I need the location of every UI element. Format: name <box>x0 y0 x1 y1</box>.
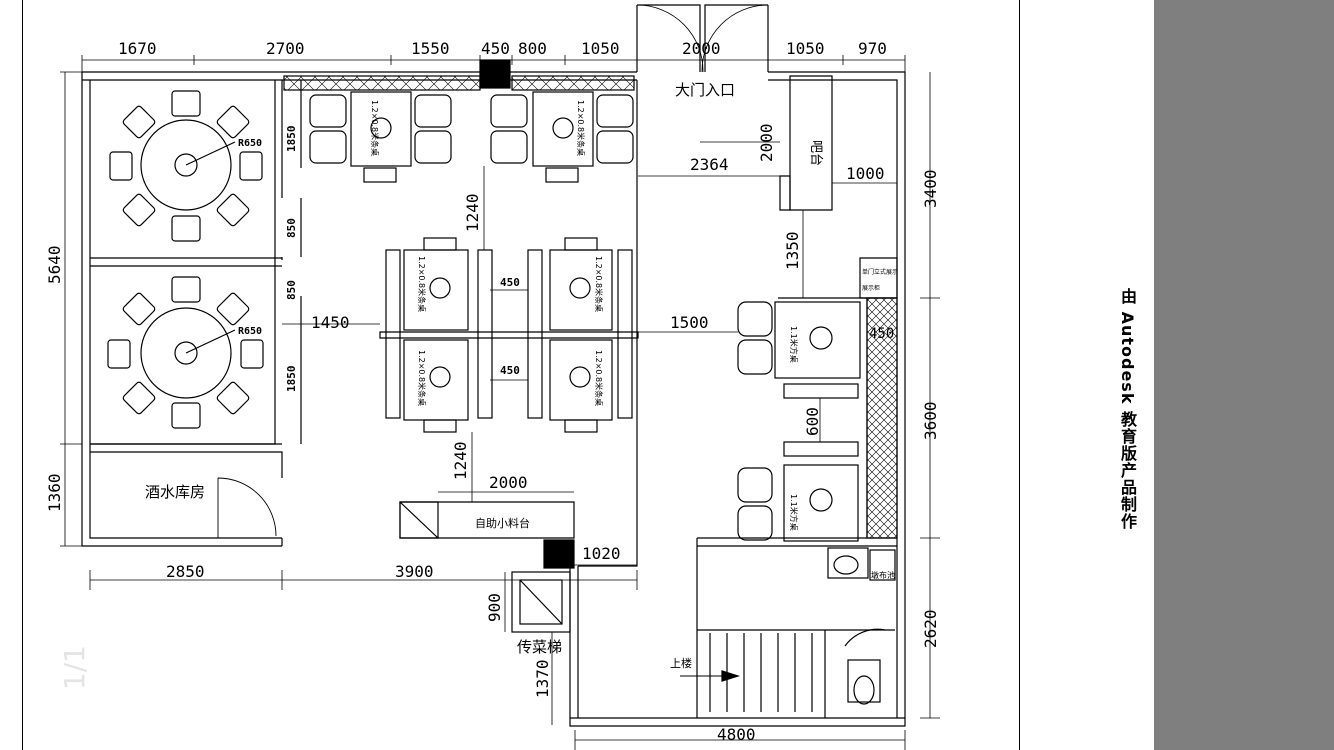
dim-450: 450 <box>500 364 520 377</box>
autodesk-watermark: 由 Autodesk 教育版产品制作 <box>1115 288 1155 588</box>
bottom-dim: 3900 <box>395 562 434 581</box>
side-panel <box>1154 0 1334 750</box>
table-label: 1.2×0.8米条桌 <box>417 256 427 312</box>
bar-label: 吧台 <box>808 140 823 166</box>
dim-450: 450 <box>869 326 894 342</box>
left-dim: 1360 <box>45 473 64 512</box>
dim-2364: 2364 <box>690 155 729 174</box>
top-dim: 2700 <box>266 39 305 58</box>
top-dim: 450 <box>481 39 510 58</box>
dim-1240: 1240 <box>463 193 482 232</box>
dim-1000: 1000 <box>846 164 885 183</box>
left-dim: 5640 <box>45 245 64 284</box>
bottom-dim: 4800 <box>717 725 756 744</box>
dim-2000: 2000 <box>489 473 528 492</box>
entrance-label: 大门入口 <box>675 81 735 99</box>
mop-pool-label: 墩布池 <box>871 570 895 580</box>
dim-850: 850 <box>285 280 298 300</box>
drawing-frame-left <box>22 0 23 750</box>
private-room-wall <box>90 80 276 445</box>
top-dim: 1670 <box>118 39 157 58</box>
dim-1020: 1020 <box>582 544 621 563</box>
wine-storage-label: 酒水库房 <box>145 483 205 501</box>
top-dim: 1050 <box>786 39 825 58</box>
right-dim: 3600 <box>921 401 940 440</box>
watermark-text: 由 Autodesk 教育版产品制作 <box>1118 288 1137 531</box>
upstairs-label: 上楼 <box>670 656 692 670</box>
table-label: 1.1米方桌 <box>789 494 799 531</box>
wall-bottom <box>569 717 906 727</box>
dim-1850: 1850 <box>285 366 298 393</box>
column-top <box>479 59 511 89</box>
top-dim: 1050 <box>581 39 620 58</box>
table-label: 1.2×0.8米条桌 <box>417 350 427 406</box>
top-dim: 2000 <box>682 39 721 58</box>
table-label: 1.1米方桌 <box>789 326 799 363</box>
buffet-label: 自助小料台 <box>475 516 530 530</box>
top-dim: 800 <box>518 39 547 58</box>
dim-1450: 1450 <box>311 313 350 332</box>
top-dimensions: 1670 2700 1550 450 800 1050 2000 1050 97… <box>118 39 887 58</box>
bottom-dim: 2850 <box>166 562 205 581</box>
radius-label: R650 <box>238 326 262 337</box>
dim-1240: 1240 <box>451 441 470 480</box>
dumbwaiter-label: 传菜梯 <box>517 638 562 656</box>
column-bottom <box>543 539 575 569</box>
display-note: 展示柜 <box>862 284 880 292</box>
display-note: 单门立式展示 <box>862 268 898 276</box>
drawing-frame-right <box>1019 0 1020 750</box>
table-label: 1.2×0.8米条桌 <box>370 100 380 156</box>
dim-1850: 1850 <box>285 126 298 153</box>
dim-1370: 1370 <box>533 659 552 698</box>
radius-label: R650 <box>238 138 262 149</box>
right-dim: 2620 <box>921 609 940 648</box>
dim-1350: 1350 <box>783 231 802 270</box>
top-dim: 970 <box>858 39 887 58</box>
table-label: 1.2×0.8米条桌 <box>576 100 586 156</box>
dim-2000: 2000 <box>757 123 776 162</box>
dim-450: 450 <box>500 276 520 289</box>
dim-1500: 1500 <box>670 313 709 332</box>
table-label: 1.2×0.8米条桌 <box>594 256 604 312</box>
dim-850: 850 <box>285 218 298 238</box>
top-dim: 1550 <box>411 39 450 58</box>
right-dim: 3400 <box>921 169 940 208</box>
table-label: 1.2×0.8米条桌 <box>594 350 604 406</box>
dim-600: 600 <box>803 407 822 436</box>
dim-900: 900 <box>485 593 504 622</box>
